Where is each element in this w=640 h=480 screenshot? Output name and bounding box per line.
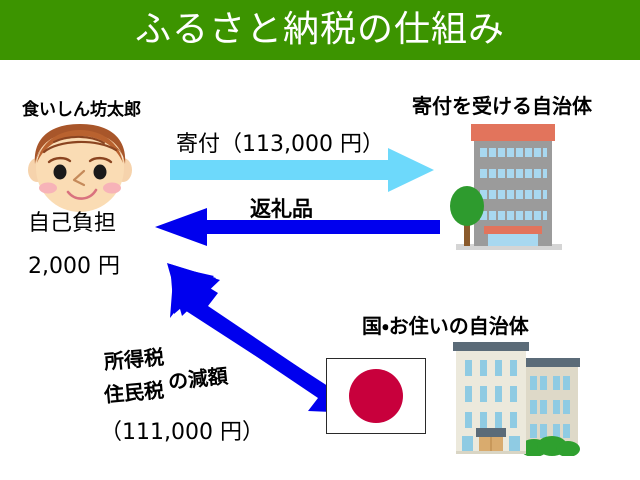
income-tax-label: 所得税 xyxy=(103,344,165,374)
tax-reduction-suffix-label: の減額 xyxy=(166,363,230,394)
donor-name-label: 食いしん坊太郎 xyxy=(22,100,141,120)
japan-flag-illustration xyxy=(326,358,426,438)
nation-home-municipality-label: 国・お住いの自治体 xyxy=(362,314,529,338)
office-building-cream-icon xyxy=(453,342,580,457)
donor-avatar xyxy=(24,118,136,218)
header-band xyxy=(0,0,640,60)
resident-tax-label: 住民税 xyxy=(103,377,165,407)
boy-face-avatar-icon xyxy=(28,124,132,212)
tax-reduction-amount: （111,000 円） xyxy=(100,420,264,445)
home-municipality-illustration xyxy=(448,338,582,460)
page-title: ふるさと納税の仕組み xyxy=(134,9,505,50)
receiving-municipality-illustration xyxy=(450,122,568,258)
self-pay-label: 自己負担 xyxy=(28,211,117,236)
return-gift-label: 返礼品 xyxy=(250,197,313,221)
office-building-gray-icon xyxy=(450,124,562,250)
self-pay-amount: 2,000 円 xyxy=(28,254,120,279)
receiving-municipality-label: 寄付を受ける自治体 xyxy=(412,94,592,118)
donation-flow-label: 寄付（113,000 円） xyxy=(176,132,384,157)
japan-flag-icon xyxy=(326,358,426,434)
